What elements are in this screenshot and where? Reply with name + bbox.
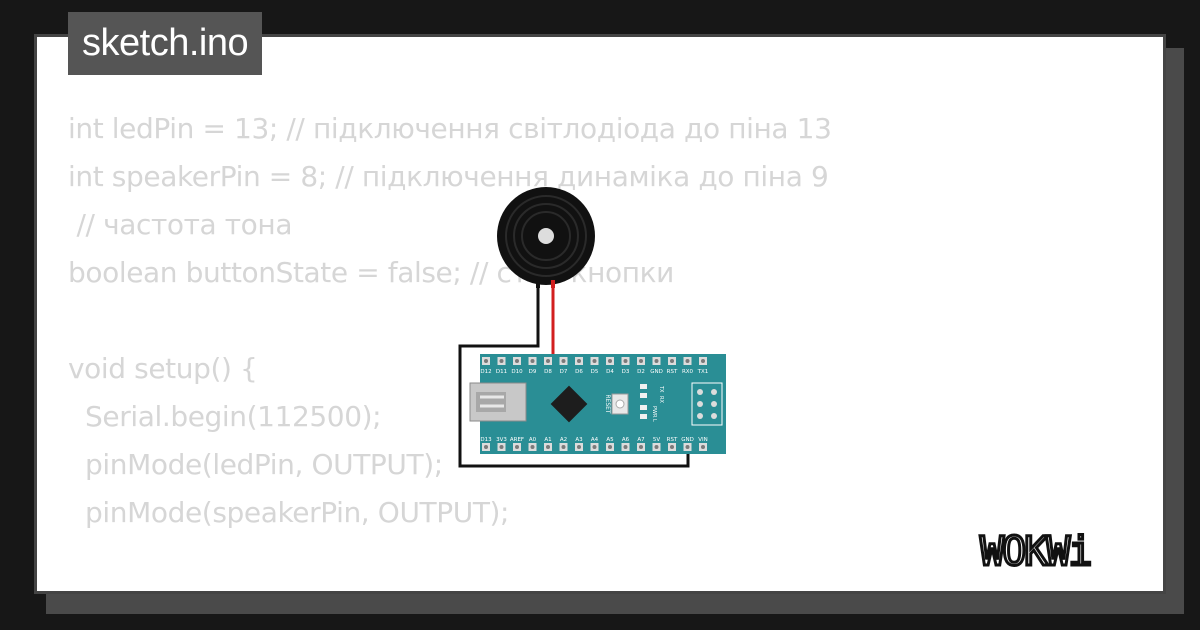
pin-hole [546, 445, 550, 449]
pin-label: TX1 [697, 369, 709, 375]
pin-hole [499, 359, 504, 363]
pin-label: A5 [606, 437, 614, 443]
led-l [640, 414, 647, 419]
file-tab-sketch[interactable]: sketch.ino [68, 12, 263, 75]
code-line: void setup() { [68, 352, 258, 385]
pin-label: D11 [496, 369, 507, 375]
led-label-l: L [651, 419, 657, 422]
pin-label: GND [650, 369, 663, 375]
pin-hole [639, 445, 643, 449]
code-card: int ledPin = 13; // підключення світлоді… [34, 34, 1166, 594]
pin-label: A1 [544, 437, 551, 443]
pin-label: A7 [637, 437, 645, 443]
pin-hole [608, 445, 612, 449]
code-line: Serial.begin(112500); [68, 400, 382, 433]
pin-label: AREF [510, 437, 524, 443]
led-tx [640, 384, 647, 389]
pin-label: A2 [560, 437, 567, 443]
pin-hole [685, 359, 690, 363]
pin-hole [701, 359, 705, 363]
led-label-tx: TX [658, 385, 664, 393]
pin-hole [654, 445, 659, 449]
led-rx [640, 393, 647, 398]
pin-hole [561, 445, 566, 449]
pin-hole [515, 359, 519, 363]
pin-hole [515, 445, 519, 449]
pin-label: D12 [480, 369, 491, 375]
pin-label: A6 [622, 437, 630, 443]
pin-hole [499, 445, 504, 449]
icsp-header [691, 382, 723, 426]
pin-label: 3V3 [496, 437, 507, 443]
pin-label: RX0 [682, 369, 694, 375]
pin-label: 5V [653, 437, 660, 443]
pin-label: D5 [591, 369, 599, 375]
pin-label: A0 [529, 437, 537, 443]
led-label-pwr: PWR [651, 406, 657, 418]
pin-label: D10 [511, 369, 523, 375]
pin-hole [546, 359, 550, 363]
pin-hole [623, 445, 628, 449]
pin-label: D3 [622, 369, 630, 375]
pin-hole [701, 445, 705, 449]
pin-label: D13 [480, 437, 492, 443]
wire-black-ground[interactable] [458, 280, 690, 468]
pin-label: D2 [637, 369, 645, 375]
pin-hole [577, 359, 581, 363]
code-editor: int ledPin = 13; // підключення світлоді… [68, 105, 832, 591]
code-line: // частота тона [68, 208, 293, 241]
buzzer[interactable] [497, 187, 595, 288]
pin-label: GND [681, 437, 694, 443]
pin-hole [685, 445, 690, 449]
pin-label: RST [667, 437, 678, 443]
reset-label: RESET [604, 394, 611, 414]
pin-label: D7 [560, 369, 568, 375]
pin-hole [608, 359, 612, 363]
code-line: pinMode(ledPin, OUTPUT); [68, 448, 443, 481]
pin-label: D9 [529, 369, 537, 375]
pin-label: A3 [575, 437, 583, 443]
pin-label: D4 [606, 369, 614, 375]
led-label-rx: RX [658, 396, 664, 403]
pin-hole [639, 359, 643, 363]
microcontroller-chip [550, 385, 588, 423]
pin-hole [592, 359, 597, 363]
pin-hole [670, 359, 674, 363]
pin-label: A4 [591, 437, 599, 443]
pin-hole [623, 359, 628, 363]
pin-hole [484, 359, 488, 363]
pin-hole [484, 445, 488, 449]
pin-hole [592, 445, 597, 449]
code-line: int ledPin = 13; // підключення світлоді… [68, 112, 832, 145]
pin-label: D8 [544, 369, 552, 375]
pin-hole [530, 445, 535, 449]
pin-hole [654, 359, 659, 363]
pin-label: VIN [698, 437, 708, 443]
wokwi-logo-text: WOKWi [980, 529, 1090, 575]
pin-label: RST [667, 369, 678, 375]
pin-hole [530, 359, 535, 363]
pin-label: D6 [575, 369, 583, 375]
code-line: pinMode(speakerPin, OUTPUT); [68, 496, 510, 529]
pin-hole [670, 445, 674, 449]
pin-hole [561, 359, 566, 363]
wokwi-logo[interactable]: WOKWi [978, 525, 1150, 576]
led-pwr [640, 405, 647, 410]
code-line: int speakerPin = 8; // підключення динам… [68, 160, 829, 193]
pin-hole [577, 445, 581, 449]
